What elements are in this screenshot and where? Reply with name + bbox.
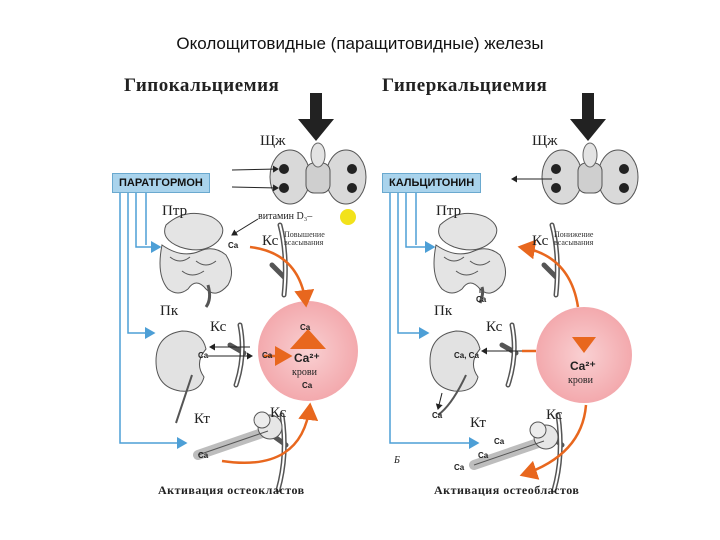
kidney-label: Пк [160,303,179,319]
hormone-distribution-lines [119,193,188,449]
vessel-kidney-label: Кс [210,319,227,335]
ca-gut-label: Ca [228,241,239,250]
ca-bone-label: Ca [198,451,209,460]
blood-ca-top-label: Ca [300,323,311,332]
thyroid-label: Щж [532,133,558,149]
kidney-ca-label: Ca, Ca [454,351,479,360]
kidney-icon [429,330,481,416]
activation-osteoclasts: Активация остеокластов [158,483,305,497]
absorption-note: Повышение всасывания [284,230,325,247]
calcium-flow-arrows [517,239,588,480]
blood-ca-label: Ca²⁺ [570,359,596,373]
slide-title: Околощитовидные (паращитовидные) железы [176,34,544,53]
intestine-icon [433,212,506,304]
bone-label: Кт [194,411,210,427]
thyroid-gland-icon [269,142,367,205]
blood-word-label: крови [568,375,593,386]
ca-kidney-in-label: Ca [198,351,209,360]
blood-word-label: крови [292,367,317,378]
vessel-gut-label: Кс [262,233,279,249]
bone-label: Кт [470,415,486,431]
hypocalcemia-diagram-graphics [119,93,367,493]
thyroid-label: Щж [260,133,286,149]
vessel-gut-label: Кс [532,233,549,249]
bone-icon [193,411,283,460]
hypercalcemia-diagram-graphics [389,93,639,493]
gut-label: Птр [436,203,462,219]
thyroid-gland-icon [541,142,639,205]
panel-letter: Б [394,455,400,466]
kidney-ca-out-label: Ca [432,411,443,420]
panel-hypercalcemia: Гиперкальциемия Щж КАЛЬЦИТОНИН Птр Кс По… [382,75,652,505]
heading-hypercalcemia: Гиперкальциемия [382,75,548,96]
stimulus-arrow [570,93,606,141]
vessel-kidney-label: Кс [486,319,503,335]
heading-hypocalcemia: Гипокальциемия [124,75,280,96]
stimulus-arrow [298,93,334,141]
bone-ca-3-label: Ca [454,463,465,472]
panel-hypocalcemia: Гипокальциемия Щж ПАРАТГОРМОН Птр витами… [112,75,382,505]
vessel-bone-label: Кс [270,405,287,421]
vitamin-d-label: витамин D₃– [258,211,313,222]
hormone-box-calcitonin: КАЛЬЦИТОНИН [382,173,482,193]
blood-increase-arrow [290,329,326,349]
blood-calcium-pool [536,307,632,403]
hormone-distribution-lines [389,193,480,449]
ca-kidney-out-label: Ca [262,351,273,360]
kidney-label: Пк [434,303,453,319]
bone-icon [469,421,559,470]
vessel-bone-label: Кс [546,407,563,423]
activation-osteoblasts: Активация остеобластов [434,483,580,497]
bone-ca-1-label: Ca [494,437,505,446]
hormone-box-parathormone: ПАРАТГОРМОН [112,173,210,193]
blood-calcium-pool [258,301,358,401]
gut-label: Птр [162,203,188,219]
calcium-flow-arrows [221,245,319,465]
absorption-note: Понижение всасывания [554,230,594,247]
blood-ca-bottom-label: Ca [302,381,313,390]
bone-ca-2-label: Ca [478,451,489,460]
gut-ca-out-label: Ca [476,295,487,304]
vitamin-d-dot [340,209,356,225]
blood-decrease-arrow [572,337,596,353]
blood-ca-label: Ca²⁺ [294,351,320,365]
intestine-icon [159,212,232,308]
kidney-icon [155,330,207,424]
